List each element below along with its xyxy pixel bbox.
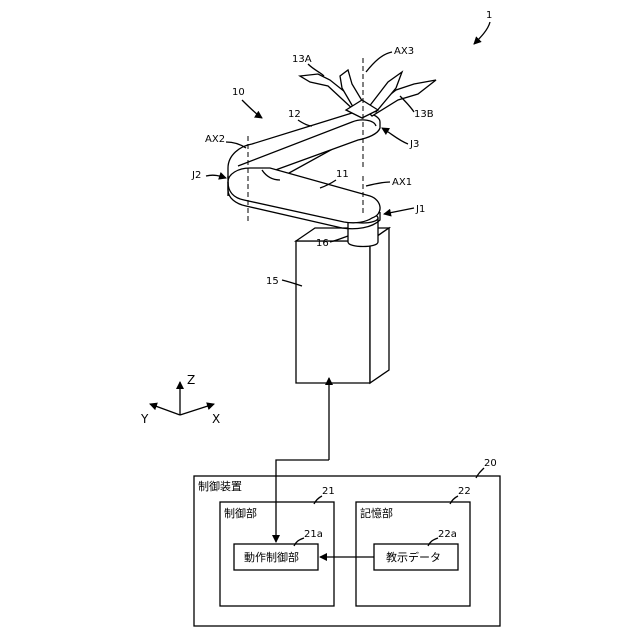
teaching-data-ref-leader xyxy=(428,538,438,546)
ax3-leader xyxy=(366,52,392,72)
x-axis-arrow xyxy=(180,404,214,415)
j1-label: J1 xyxy=(415,204,425,215)
storage-unit-title: 記憶部 xyxy=(360,506,393,520)
hand-b-label: 13B xyxy=(414,109,434,120)
base-label: 15 xyxy=(266,276,279,287)
j2-leader xyxy=(206,175,226,178)
y-axis-label: Y xyxy=(140,412,149,426)
j2-label: J2 xyxy=(191,170,201,181)
robot-arm-lower xyxy=(228,168,380,229)
controller-ref: 20 xyxy=(484,458,497,469)
j3-leader xyxy=(382,128,408,144)
storage-unit-ref-leader xyxy=(450,496,458,504)
arm-upper-leader xyxy=(298,120,312,126)
control-unit-ref-leader xyxy=(314,496,322,504)
ax1-label: AX1 xyxy=(392,177,412,188)
x-axis-label: X xyxy=(212,412,220,426)
motion-control-ref-leader xyxy=(294,538,304,546)
coordinate-axes xyxy=(150,382,214,415)
ax1-leader xyxy=(366,182,390,186)
storage-unit-ref: 22 xyxy=(458,486,471,497)
controller-title: 制御装置 xyxy=(198,479,242,493)
arm-upper-label: 12 xyxy=(288,109,301,120)
j1-leader xyxy=(384,208,414,214)
figure-number-leader xyxy=(474,22,490,44)
control-unit-title: 制御部 xyxy=(224,506,257,520)
figure-number-label: 1 xyxy=(486,10,492,21)
arm-lower-label: 11 xyxy=(336,169,349,180)
teaching-data-ref: 22a xyxy=(438,529,457,540)
hand-b-leader xyxy=(400,96,414,112)
control-unit-ref: 21 xyxy=(322,486,335,497)
robot-label: 10 xyxy=(232,87,245,98)
shaft-label: 16 xyxy=(316,238,329,249)
ax3-label: AX3 xyxy=(394,46,414,57)
motion-control-ref: 21a xyxy=(304,529,323,540)
robot-base xyxy=(296,228,389,383)
ax2-label: AX2 xyxy=(205,134,225,145)
motion-control-title: 動作制御部 xyxy=(244,550,299,564)
hand-a-label: 13A xyxy=(292,54,312,65)
j3-label: J3 xyxy=(409,139,419,150)
robot-label-leader xyxy=(242,100,262,118)
y-axis-arrow xyxy=(150,404,180,415)
z-axis-label: Z xyxy=(187,373,195,387)
teaching-data-title: 教示データ xyxy=(386,550,441,564)
